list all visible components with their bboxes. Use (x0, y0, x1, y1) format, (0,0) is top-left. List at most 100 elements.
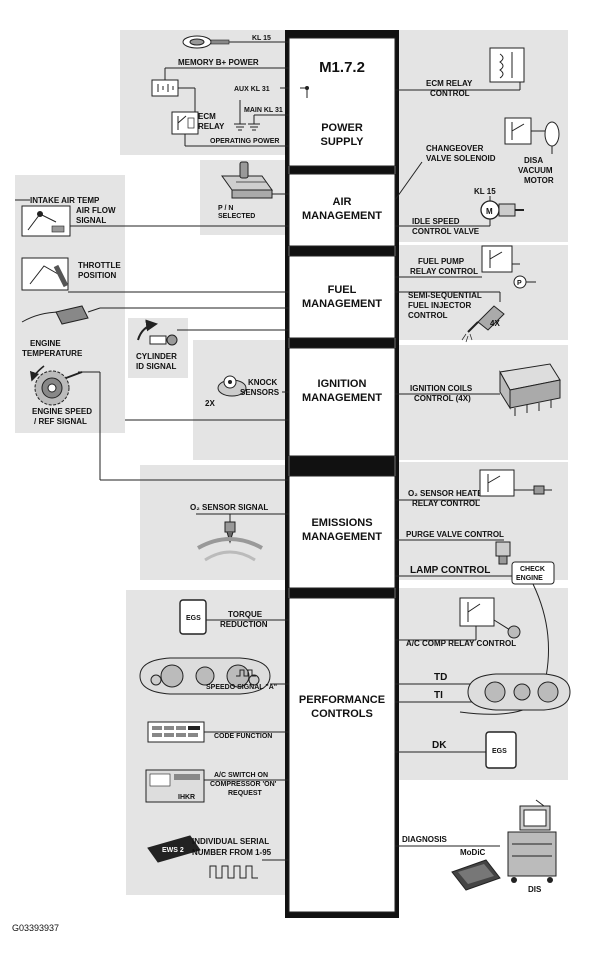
label-main-kl31: MAIN KL 31 (244, 107, 283, 114)
cylinder-id-sensor-icon (137, 319, 178, 346)
label-check: CHECK (520, 566, 545, 573)
module-air-line2: MANAGEMENT (302, 210, 382, 222)
label-intake-air-temp: INTAKE AIR TEMP (30, 196, 100, 205)
label-ac-relay: A/C COMP RELAY CONTROL (406, 639, 516, 648)
engine-temp-sensor-icon (21, 305, 101, 325)
label-pn-selected: SELECTED (218, 213, 255, 220)
label-air-flow-line1: AIR FLOW (76, 206, 116, 215)
label-ac-switch-line2: COMPRESSOR 'ON' (210, 781, 277, 788)
battery-icon (151, 79, 179, 97)
label-o2-heater-line1: O₂ SENSOR HEATER (408, 489, 489, 498)
label-disa-line1: DISA (524, 156, 543, 165)
label-ti: TI (434, 690, 443, 701)
label-engine-temp-line2: TEMPERATURE (22, 349, 83, 358)
egs-module-icon (179, 599, 207, 635)
label-motor-m: M (486, 207, 493, 216)
label-idle-line1: IDLE SPEED (412, 217, 460, 226)
knock-sensor-icon (217, 375, 247, 397)
gear-selector-icon (221, 161, 273, 199)
module-power-line1: POWER (321, 122, 363, 134)
purge-valve-icon (495, 541, 511, 565)
label-engine-speed-line2: / REF SIGNAL (34, 417, 87, 426)
air-flow-meter-icon (21, 205, 71, 237)
label-idle-line2: CONTROL VALVE (412, 227, 480, 236)
label-engine: ENGINE (516, 575, 543, 582)
ignition-inputs: CYLINDER ID SIGNAL ENGINE SPEED / REF SI… (29, 319, 289, 481)
ac-relay-icon (459, 597, 521, 639)
label-knock-line1: KNOCK (248, 378, 278, 387)
label-pump-p: P (517, 280, 522, 287)
label-torque-line2: REDUCTION (220, 620, 268, 629)
throttle-sensor-icon (21, 257, 69, 291)
ecm-relay-icon (171, 111, 199, 135)
module-performance-line2: CONTROLS (311, 708, 373, 720)
label-td: TD (434, 672, 447, 683)
figure-id: G03393937 (12, 923, 59, 933)
label-cylinder-id-line2: ID SIGNAL (136, 362, 177, 371)
label-code-function: CODE FUNCTION (214, 733, 272, 740)
label-injector-count: 4X (490, 319, 500, 328)
ihkr-panel-icon (145, 769, 205, 803)
radio-keypad-icon (147, 721, 205, 743)
label-knock-count: 2X (205, 399, 215, 408)
disa-motor-icon (544, 121, 560, 154)
module-power-line2: SUPPLY (320, 136, 364, 148)
module-air-line1: AIR (333, 196, 352, 208)
modic-tester-icon (451, 859, 501, 891)
emissions-input-panel (140, 465, 288, 580)
label-torque-line1: TORQUE (228, 610, 263, 619)
label-dis: DIS (528, 885, 542, 894)
background-panels (15, 30, 568, 895)
ecu-segment-ignition (288, 347, 396, 457)
fuel-inputs: THROTTLE POSITION ENGINE TEMPERATURE (21, 257, 289, 358)
module-ignition-line2: MANAGEMENT (302, 392, 382, 404)
cylinder-id-panel (128, 318, 188, 378)
module-ignition-line1: IGNITION (318, 378, 367, 390)
label-memory-power: MEMORY B+ POWER (178, 58, 259, 67)
ignition-coil-pack-icon (499, 363, 561, 416)
label-changeover-line2: VALVE SOLENOID (426, 154, 496, 163)
label-engine-temp-line1: ENGINE (30, 339, 61, 348)
power-inputs: KL 15 MEMORY B+ POWER AUX KL 31 MAIN KL … (151, 35, 309, 147)
label-serial-line2: NUMBER FROM 1-95 (192, 848, 272, 857)
label-ews: EWS 2 (162, 847, 184, 854)
ecu-segment-fuel (288, 255, 396, 339)
label-ac-switch-line3: REQUEST (228, 790, 263, 797)
label-disa-line3: MOTOR (524, 176, 554, 185)
label-o2-heater-line2: RELAY CONTROL (412, 499, 480, 508)
label-ecm-relay-control-line1: ECM RELAY (426, 79, 473, 88)
label-egs-left: EGS (186, 615, 201, 622)
fuel-pump-relay-icon (481, 245, 536, 289)
label-dk: DK (432, 740, 447, 751)
label-ecm-relay-line2: RELAY (198, 122, 225, 131)
o2-sensor-icon (197, 521, 263, 562)
ecu-segment-performance (288, 597, 396, 913)
label-cylinder-id-line1: CYLINDER (136, 352, 177, 361)
label-diagnosis: DIAGNOSIS (402, 835, 448, 844)
pulse-icon (236, 669, 256, 677)
egs-output-module-icon (485, 731, 517, 769)
label-injector-line2: FUEL INJECTOR (408, 301, 471, 310)
label-kl15: KL 15 (252, 35, 271, 42)
label-ecm-relay-control-line2: CONTROL (430, 89, 470, 98)
label-changeover-line1: CHANGEOVER (426, 144, 484, 153)
ecu-column: M1.7.2 POWER SUPPLY AIR MANAGEMENT FUEL … (285, 30, 399, 918)
ecu-segment-emissions (288, 475, 396, 589)
label-air-flow-line2: SIGNAL (76, 216, 106, 225)
ecm-relay-output-icon (489, 47, 525, 83)
air-output-panel (396, 110, 568, 242)
label-egs-right: EGS (492, 748, 507, 755)
label-pn: P / N (218, 205, 233, 212)
power-input-panel (120, 30, 288, 155)
module-fuel-line2: MANAGEMENT (302, 298, 382, 310)
module-emissions-line2: MANAGEMENT (302, 531, 382, 543)
label-ign-coils-line2: CONTROL (4X) (414, 394, 471, 403)
right-outputs: ECM RELAY CONTROL CHANGEOVER VALVE SOLEN… (394, 47, 571, 894)
changeover-valve-icon (504, 117, 546, 145)
module-emissions-line1: EMISSIONS (311, 517, 372, 529)
module-fuel-line1: FUEL (328, 284, 357, 296)
label-throttle-line1: THROTTLE (78, 261, 121, 270)
label-operating-power: OPERATING POWER (210, 138, 279, 145)
flywheel-icon (29, 365, 83, 406)
